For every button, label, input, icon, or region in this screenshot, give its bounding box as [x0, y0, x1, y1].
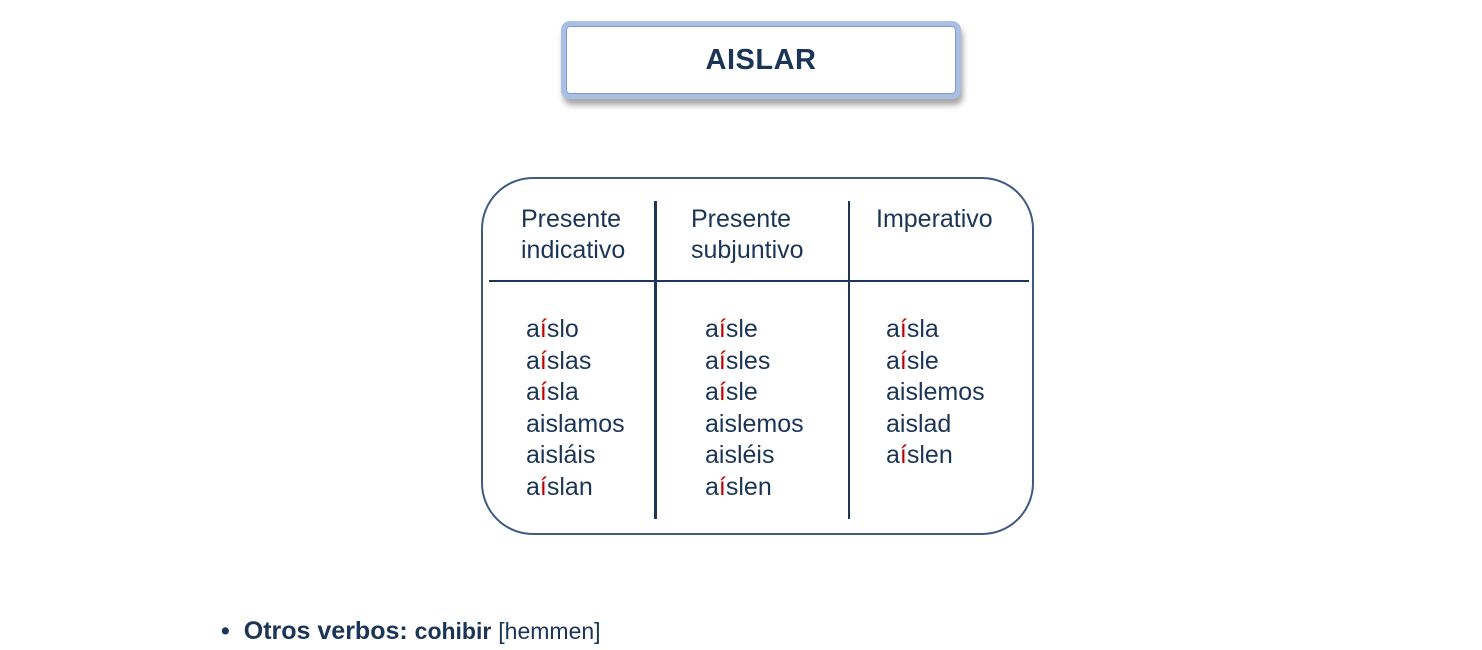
verb-form: aísla [886, 314, 985, 346]
other-verb: cohibir [414, 618, 492, 644]
stressed-vowel: í [899, 315, 907, 343]
header-line: Presente [521, 205, 622, 233]
other-verbs-note: • Otros verbos: cohibir [hemmen] [221, 616, 601, 646]
verb-form: aislamos [526, 409, 625, 441]
verb-form: aísles [705, 346, 804, 378]
verb-form: aíslo [526, 314, 625, 346]
verb-form-part: a [886, 346, 900, 375]
header-line: subjuntivo [691, 236, 804, 264]
verb-form: aísle [705, 377, 804, 409]
verb-form: aísle [705, 314, 804, 346]
stressed-vowel: í [539, 315, 547, 343]
other-verbs-label: Otros verbos: [243, 617, 408, 645]
verb-form-part: sles [725, 346, 771, 375]
verb-form: aislemos [705, 409, 804, 441]
verb-title-box: AISLAR [561, 21, 961, 99]
verb-form-part: slo [546, 315, 579, 343]
verb-form-part: a [705, 346, 719, 375]
conjugation-panel [481, 177, 1034, 535]
verb-form-part: aisláis [526, 441, 596, 470]
verb-form-part: slen [906, 441, 953, 470]
bullet-marker: • [221, 617, 230, 645]
verb-form-part: aisléis [705, 441, 775, 470]
header-line: Presente [691, 205, 792, 233]
column-divider [848, 201, 850, 519]
stressed-vowel: í [718, 315, 726, 343]
verb-form: aíslan [526, 472, 625, 504]
column-divider [654, 201, 657, 519]
verb-form: aisláis [526, 440, 625, 472]
verb-form-part: a [526, 378, 540, 407]
verb-form-part: a [705, 472, 719, 501]
header-presente-subjuntivo: Presente subjuntivo [691, 204, 804, 266]
verb-form-part: a [526, 472, 540, 501]
verb-form-part: sle [725, 378, 758, 407]
stressed-vowel: í [718, 378, 726, 407]
stressed-vowel: í [539, 472, 547, 501]
verb-form-part: a [526, 346, 540, 375]
verb-form-part: aislemos [705, 409, 804, 438]
header-presente-indicativo: Presente indicativo [521, 204, 625, 266]
verb-form: aislad [886, 409, 985, 441]
header-line: indicativo [521, 236, 626, 264]
other-verb-gloss: [hemmen] [498, 618, 601, 644]
verb-form: aísle [886, 346, 985, 378]
verb-form-part: sla [906, 315, 939, 343]
verb-form-part: sle [906, 346, 939, 375]
verb-form-part: a [705, 378, 719, 407]
verb-form-part: sla [546, 378, 579, 407]
verb-form: aisléis [705, 440, 804, 472]
verb-form-part: sle [725, 315, 758, 343]
stressed-vowel: í [718, 346, 726, 375]
verb-form-part: a [526, 315, 540, 343]
verb-form: aíslas [526, 346, 625, 378]
verb-form-part: a [886, 315, 900, 343]
verb-form-part: a [705, 315, 719, 343]
verb-form: aíslen [886, 440, 985, 472]
verb-form-part: aislamos [526, 409, 625, 438]
verb-form: aislemos [886, 377, 985, 409]
stressed-vowel: í [539, 346, 547, 375]
stressed-vowel: í [899, 441, 907, 470]
verb-form-part: slas [546, 346, 592, 375]
verb-form-part: slen [725, 472, 772, 501]
header-imperativo: Imperativo [876, 204, 993, 235]
header-divider [489, 280, 1029, 282]
stressed-vowel: í [539, 378, 547, 407]
verb-form-part: aislemos [886, 378, 985, 407]
header-line: Imperativo [876, 205, 993, 233]
verb-form: aíslen [705, 472, 804, 504]
stressed-vowel: í [718, 472, 726, 501]
verb-form-part: slan [546, 472, 593, 501]
verb-title: AISLAR [705, 43, 817, 76]
verb-form-part: aislad [886, 409, 952, 438]
stressed-vowel: í [899, 346, 907, 375]
verb-form-part: a [886, 441, 900, 470]
verb-form: aísla [526, 377, 625, 409]
